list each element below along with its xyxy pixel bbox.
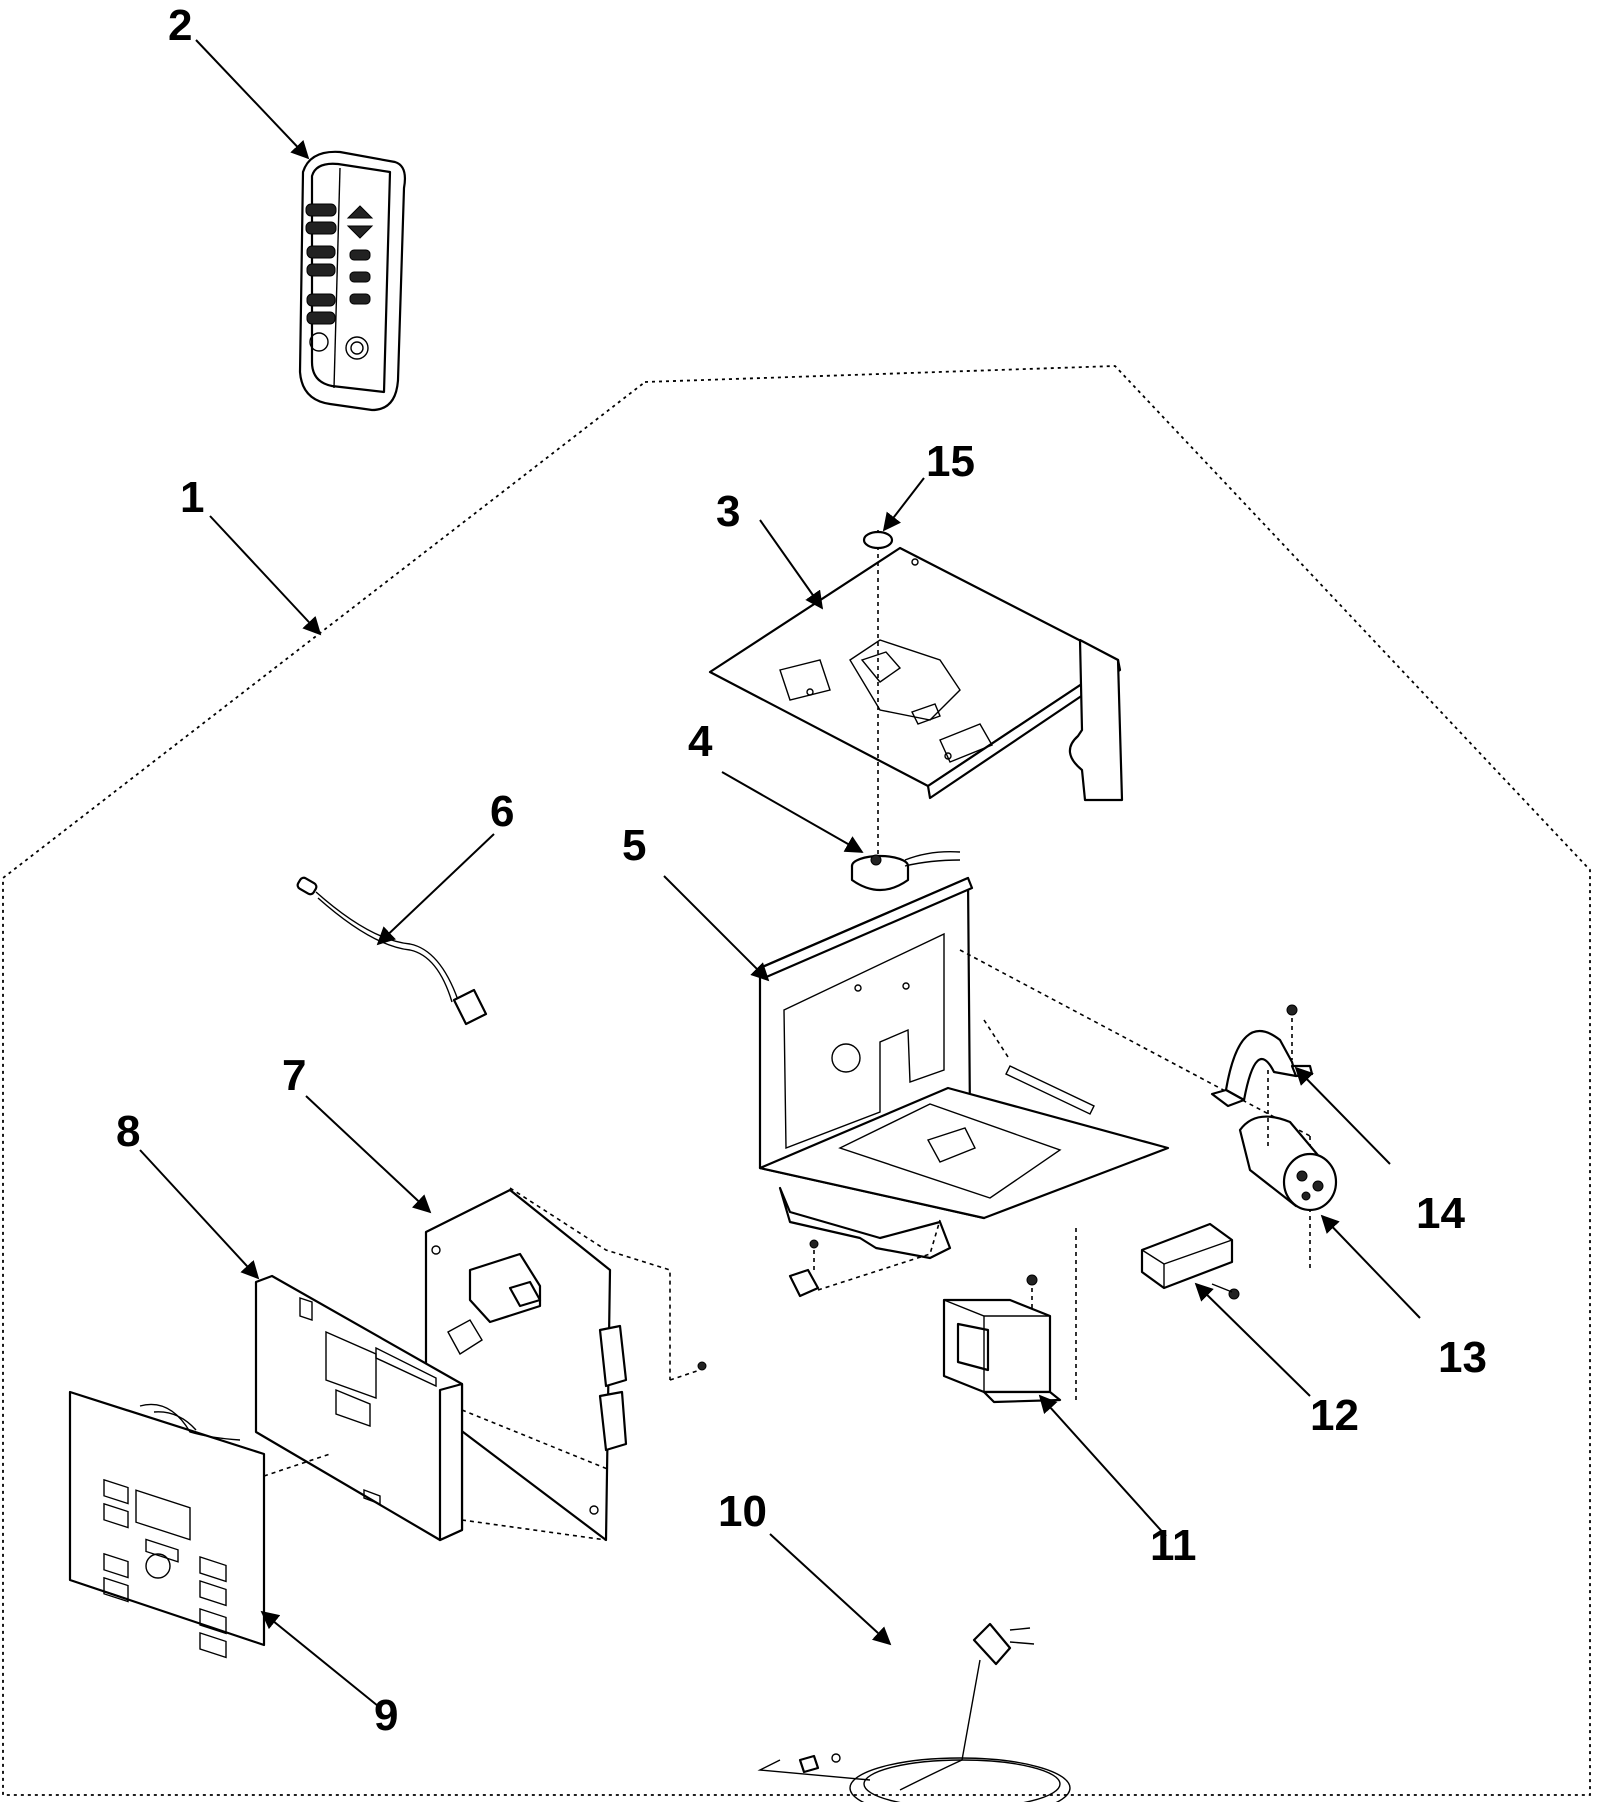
pcb-screw: [697, 1361, 707, 1371]
display-housing: [254, 1274, 464, 1542]
callout-5: 5: [622, 821, 646, 870]
callout-2: 2: [168, 1, 192, 50]
capacitor: [1238, 1115, 1338, 1212]
assembly-boundary: [2, 365, 1591, 1796]
callout-7: 7: [282, 1051, 306, 1100]
callout-15: 15: [926, 437, 975, 486]
cover-cap: [862, 530, 894, 550]
wire-clip: [788, 1219, 941, 1298]
terminal-block: [1140, 1222, 1240, 1300]
callout-4: 4: [688, 717, 713, 766]
transformer: [942, 1274, 1062, 1404]
remote-control: [298, 150, 407, 412]
decal-buttons: [103, 1478, 227, 1659]
callout-3: 3: [716, 487, 740, 536]
remote-buttons: [305, 203, 374, 360]
capacitor-clamp: [1210, 1004, 1314, 1150]
callout-14: 14: [1416, 1189, 1465, 1238]
callout-13: 13: [1438, 1333, 1487, 1382]
power-cord: [757, 1622, 1071, 1802]
top-cover-plate: [708, 546, 1124, 802]
front-decal-panel: [68, 1390, 266, 1659]
main-pcb: [424, 1188, 628, 1542]
callout-1: 1: [180, 473, 204, 522]
callout-8: 8: [116, 1107, 140, 1156]
control-box-bracket: [758, 876, 1170, 1260]
motor: [850, 850, 961, 891]
callout-10: 10: [718, 1487, 767, 1536]
sensor-wire: [296, 876, 488, 1026]
callout-12: 12: [1310, 1391, 1359, 1440]
callout-6: 6: [490, 787, 514, 836]
callout-11: 11: [1150, 1521, 1197, 1570]
callout-9: 9: [374, 1691, 398, 1740]
